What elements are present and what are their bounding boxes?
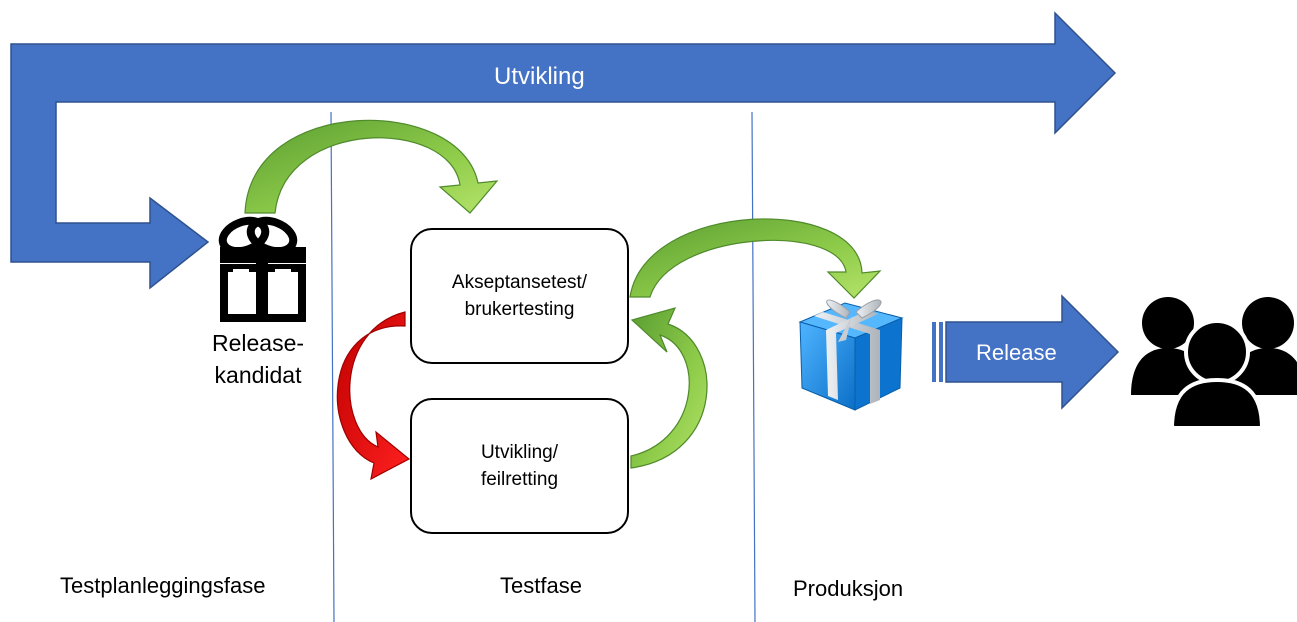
phase-divider-2: [751, 111, 756, 622]
gift-blue-icon: [798, 299, 904, 411]
phase-label-test: Testfase: [500, 573, 582, 598]
phase-label-production: Produksjon: [793, 576, 904, 601]
acceptance-box-line-1: Akseptansetest/: [451, 272, 588, 293]
phase-label-test-planning: Testplanleggingsfase: [60, 573, 266, 598]
acceptance-box-line-2: brukertesting: [464, 299, 575, 320]
release-candidate-line-2: kandidat: [214, 362, 302, 388]
acceptance-test-box: Akseptansetest/ brukertesting: [410, 228, 629, 364]
phase-divider-1: [330, 111, 335, 622]
users-group-icon: [1131, 297, 1297, 430]
green-arrow-fix-to-acceptance: [630, 307, 708, 469]
fix-box: Utvikling/ feilretting: [410, 398, 629, 534]
green-arrow-to-acceptance: [244, 119, 499, 214]
fix-box-line-2: feilretting: [480, 469, 559, 490]
development-arrow: [10, 11, 1117, 290]
release-candidate-line-1: Release-: [212, 330, 305, 356]
release-arrow: [932, 294, 1120, 410]
release-arrow-label: Release: [976, 340, 1057, 365]
release-candidate-label: Release- kandidat: [212, 327, 304, 391]
gift-outline-icon: [218, 216, 306, 322]
green-arrow-to-production: [629, 218, 882, 299]
fix-box-line-1: Utvikling/: [480, 442, 559, 463]
red-arrow-acceptance-to-fix: [336, 311, 411, 481]
development-arrow-label: Utvikling: [494, 63, 585, 90]
